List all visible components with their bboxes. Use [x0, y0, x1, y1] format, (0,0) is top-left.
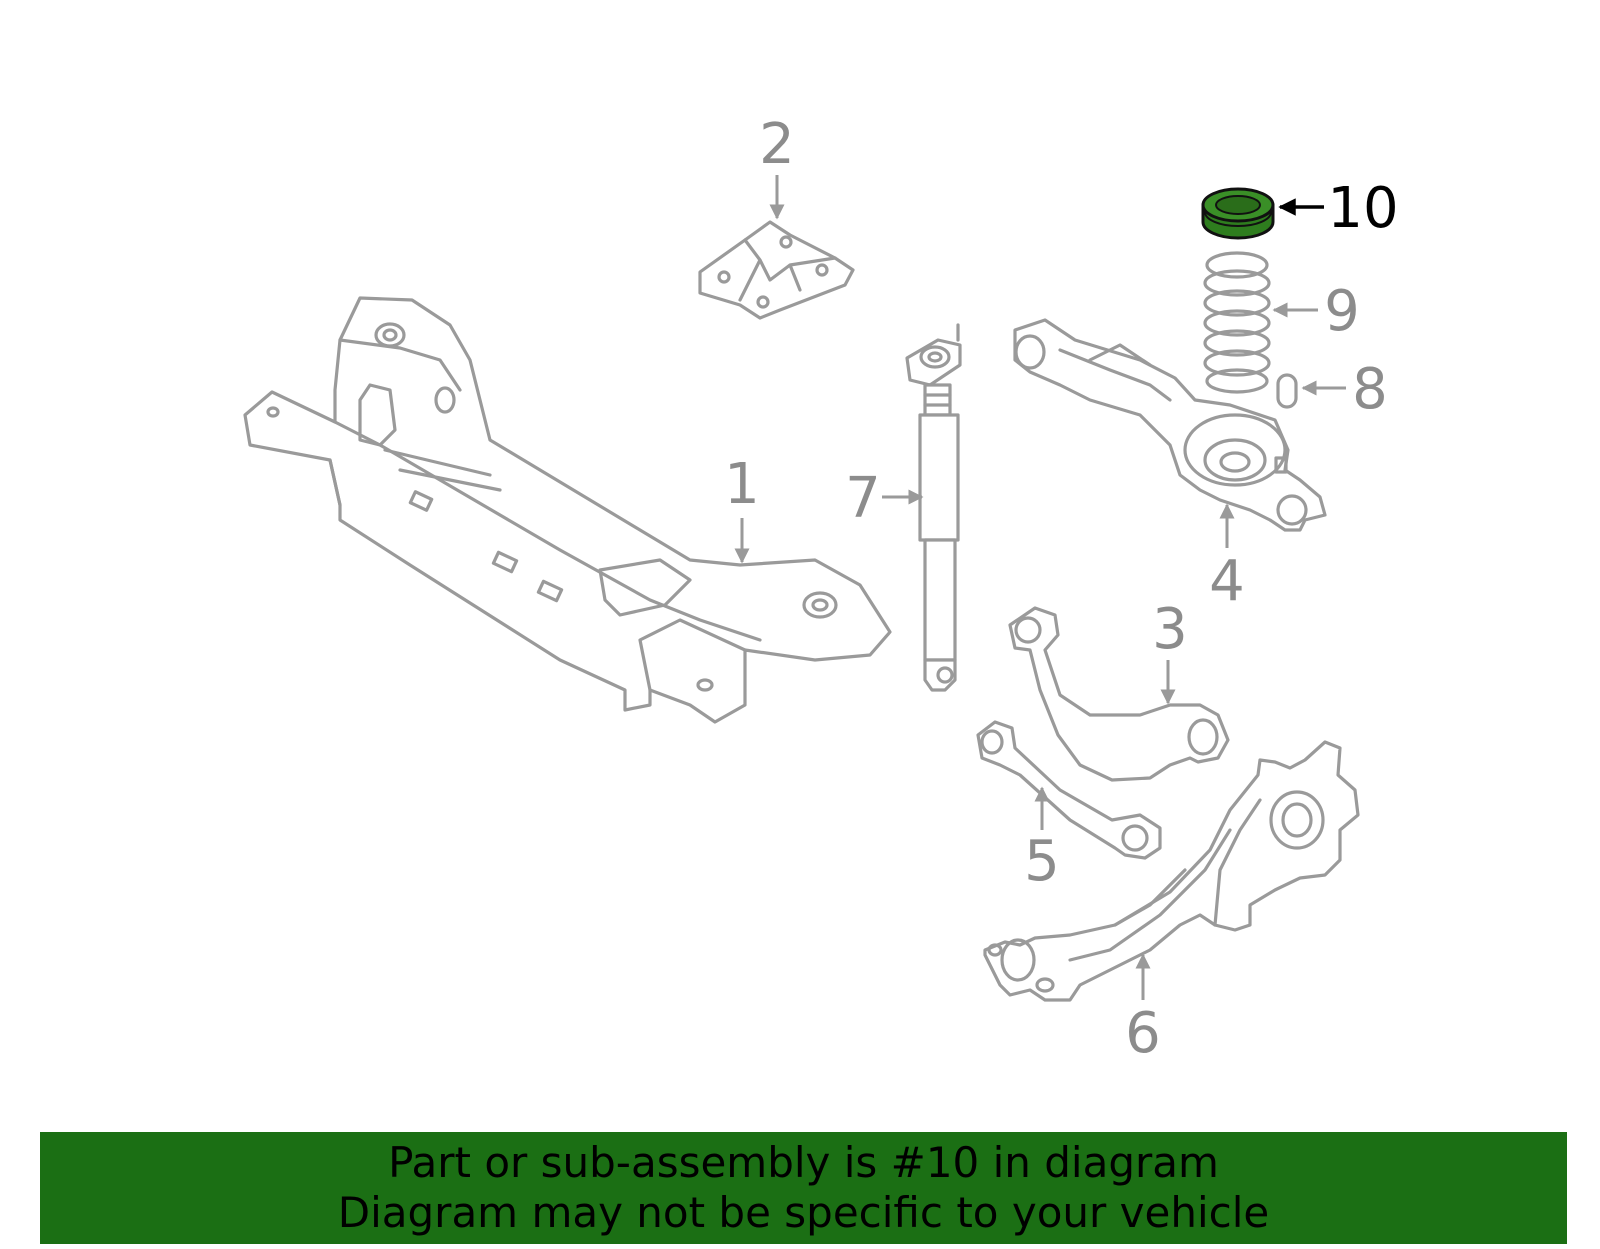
callout-1: 1 — [724, 452, 760, 517]
part-1-rear-subframe — [243, 296, 892, 724]
part-6-trailing-arm-knuckle — [983, 740, 1360, 1002]
callout-4: 4 — [1209, 549, 1245, 614]
part-10-spring-insulator — [1201, 187, 1275, 240]
banner-line-disclaimer: Diagram may not be specific to your vehi… — [337, 1188, 1270, 1237]
part-3-upper-arm — [1008, 606, 1230, 782]
part-8-bump-stop — [1276, 373, 1298, 409]
info-banner: Part or sub-assembly is #10 in diagram D… — [40, 1132, 1567, 1244]
callout-10: 10 — [1327, 176, 1398, 241]
callout-3: 3 — [1152, 597, 1188, 662]
callout-7: 7 — [845, 466, 881, 531]
part-5-lateral-link — [976, 720, 1162, 860]
callout-8: 8 — [1352, 357, 1388, 422]
part-4-lower-control-arm — [1013, 318, 1327, 532]
part-9-coil-spring — [1203, 251, 1271, 394]
part-2-bracket — [698, 220, 855, 320]
callout-6: 6 — [1125, 1001, 1161, 1066]
callout-5: 5 — [1024, 829, 1060, 894]
callout-9: 9 — [1324, 279, 1360, 344]
part-7-shock-absorber — [905, 323, 962, 692]
banner-line-part-number: Part or sub-assembly is #10 in diagram — [388, 1138, 1219, 1187]
callout-2: 2 — [759, 112, 795, 177]
